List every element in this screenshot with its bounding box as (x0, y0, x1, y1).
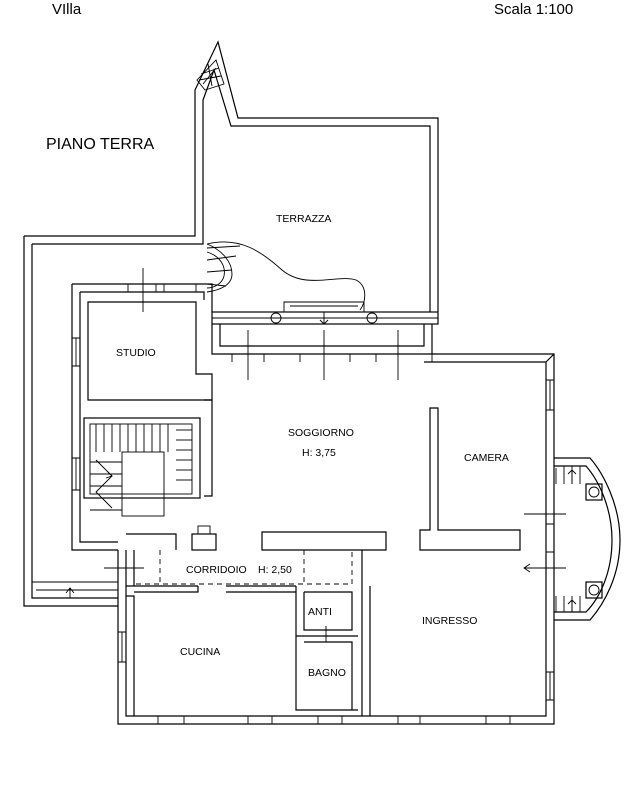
studio-walls (87, 301, 213, 401)
floor-title: PIANO TERRA (46, 136, 155, 153)
room-label-cucina: CUCINA (180, 646, 220, 658)
house-outer-walls (71, 283, 555, 725)
project-name: VIlla (52, 1, 82, 18)
room-label-corridoio: CORRIDOIO (186, 564, 247, 576)
scale-label: Scala 1:100 (494, 1, 574, 18)
terrace-stair (196, 59, 225, 91)
room-label-bagno: BAGNO (308, 667, 346, 679)
curved-stair (206, 241, 366, 312)
bay-window (554, 457, 621, 621)
room-height-corridoio: H: 2,50 (258, 564, 292, 576)
interior-walls (126, 353, 555, 716)
window-marks (72, 284, 554, 724)
room-label-terrazza: TERRAZZA (276, 213, 331, 225)
room-label-anti: ANTI (308, 606, 332, 618)
room-height-soggiorno: H: 3,75 (302, 447, 336, 459)
room-label-soggiorno: SOGGIORNO (288, 427, 354, 439)
room-label-studio: STUDIO (116, 347, 156, 359)
main-stair (83, 399, 213, 517)
room-label-camera: CAMERA (464, 452, 509, 464)
parapet (211, 311, 439, 325)
room-label-ingresso: INGRESSO (422, 615, 477, 627)
door-marks (104, 268, 566, 642)
